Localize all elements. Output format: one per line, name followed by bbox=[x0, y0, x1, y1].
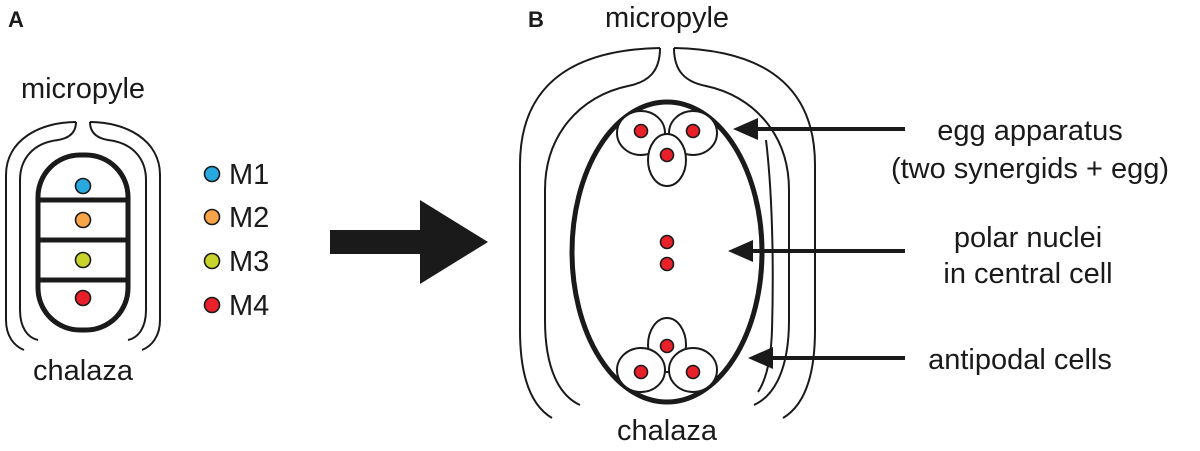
polar-nucleus-lower bbox=[659, 256, 675, 272]
panel-b-letter: B bbox=[528, 7, 544, 32]
megaspore-m4-nucleus bbox=[74, 289, 92, 307]
panel-b-outer-integument bbox=[519, 47, 816, 419]
panel-b-nucellus bbox=[757, 139, 774, 393]
synergid-right-nucleus bbox=[685, 123, 701, 139]
egg-apparatus-arrow-head bbox=[733, 118, 758, 140]
megaspore-m1-nucleus bbox=[74, 177, 92, 195]
panel-a-outer-integument bbox=[5, 121, 161, 351]
legend-m2-label: M2 bbox=[229, 202, 269, 234]
egg-apparatus-pointer bbox=[733, 118, 905, 140]
legend-m3-swatch bbox=[203, 252, 221, 270]
panel-b: B micropyle chalaza bbox=[519, 2, 1169, 447]
panel-a-chalaza-label: chalaza bbox=[33, 355, 134, 387]
polar-nuclei-label: polar nuclei bbox=[954, 222, 1102, 254]
legend-m1-label: M1 bbox=[229, 159, 269, 191]
development-arrow bbox=[330, 200, 488, 284]
egg-nucleus bbox=[659, 147, 675, 163]
antipodal-cells-label: antipodal cells bbox=[928, 344, 1112, 376]
polar-nuclei-sublabel: in central cell bbox=[943, 258, 1112, 290]
antipodal-left-nucleus bbox=[633, 364, 649, 380]
egg-apparatus-label: egg apparatus bbox=[937, 115, 1122, 147]
egg-apparatus bbox=[616, 110, 718, 187]
antipodal-top-nucleus bbox=[659, 338, 675, 354]
panel-a-micropyle-label: micropyle bbox=[21, 73, 145, 105]
polar-nuclei-arrow-head bbox=[728, 240, 753, 262]
panel-b-inner-integument bbox=[544, 47, 790, 406]
panel-a-legend: M1 M2 M3 M4 bbox=[203, 159, 269, 322]
polar-nucleus-upper bbox=[659, 234, 675, 250]
megaspore-m3-nucleus bbox=[74, 251, 92, 269]
legend-m2-swatch bbox=[203, 208, 221, 226]
panel-a-inner-integument bbox=[19, 121, 147, 341]
synergid-left-nucleus bbox=[633, 123, 649, 139]
legend-m4-label: M4 bbox=[229, 290, 269, 322]
antipodal-arrow-head bbox=[748, 347, 773, 369]
antipodal-right-nucleus bbox=[685, 364, 701, 380]
antipodal-cells bbox=[616, 317, 718, 393]
panel-b-micropyle-label: micropyle bbox=[605, 2, 729, 34]
antipodal-pointer bbox=[748, 347, 905, 369]
polar-nuclei-pointer bbox=[728, 240, 905, 262]
legend-m3-label: M3 bbox=[229, 246, 269, 278]
panel-a-letter: A bbox=[8, 7, 24, 32]
panel-a: A micropyle chalaza M1 M2 M3 M4 bbox=[5, 7, 269, 387]
legend-m1-swatch bbox=[203, 165, 221, 183]
panel-b-chalaza-label: chalaza bbox=[617, 415, 718, 447]
egg-apparatus-sublabel: (two synergids + egg) bbox=[891, 153, 1169, 185]
legend-m4-swatch bbox=[203, 296, 221, 314]
megaspore-m2-nucleus bbox=[74, 211, 92, 229]
